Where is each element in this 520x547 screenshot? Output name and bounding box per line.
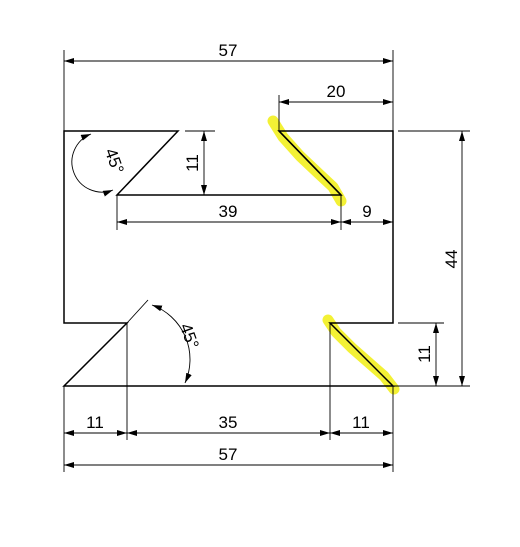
- dimension-texts: 57 20 11 39 9 44 11 11 35 11 57 45° 45°: [86, 41, 461, 464]
- dim-bottom-right-height: 11: [415, 345, 434, 363]
- dim-overall-height: 44: [442, 250, 461, 269]
- dim-bottom-width: 57: [219, 445, 238, 464]
- highlights: [267, 115, 400, 395]
- dim-top-width: 57: [219, 41, 238, 60]
- dim-inner-length: 39: [219, 202, 238, 221]
- dim-top-right-offset: 20: [327, 82, 346, 101]
- angle-arc-bottom: [151, 304, 192, 384]
- angle-bottom: 45°: [176, 321, 203, 352]
- dim-notch-height: 11: [183, 154, 202, 172]
- angle-arc-top: [71, 133, 114, 197]
- extension-lines: [63, 50, 470, 472]
- inner-diagonal-top: [278, 130, 342, 196]
- angle-arcs: [71, 133, 192, 384]
- dimension-lines: [64, 58, 465, 468]
- dim-bottom-right: 11: [352, 413, 370, 432]
- dim-bottom-middle: 35: [219, 413, 238, 432]
- dim-right-gap: 9: [362, 202, 371, 221]
- angle-top-left: 45°: [101, 146, 128, 177]
- highlight-top-diagonal: [267, 115, 347, 207]
- dim-bottom-left: 11: [86, 413, 104, 432]
